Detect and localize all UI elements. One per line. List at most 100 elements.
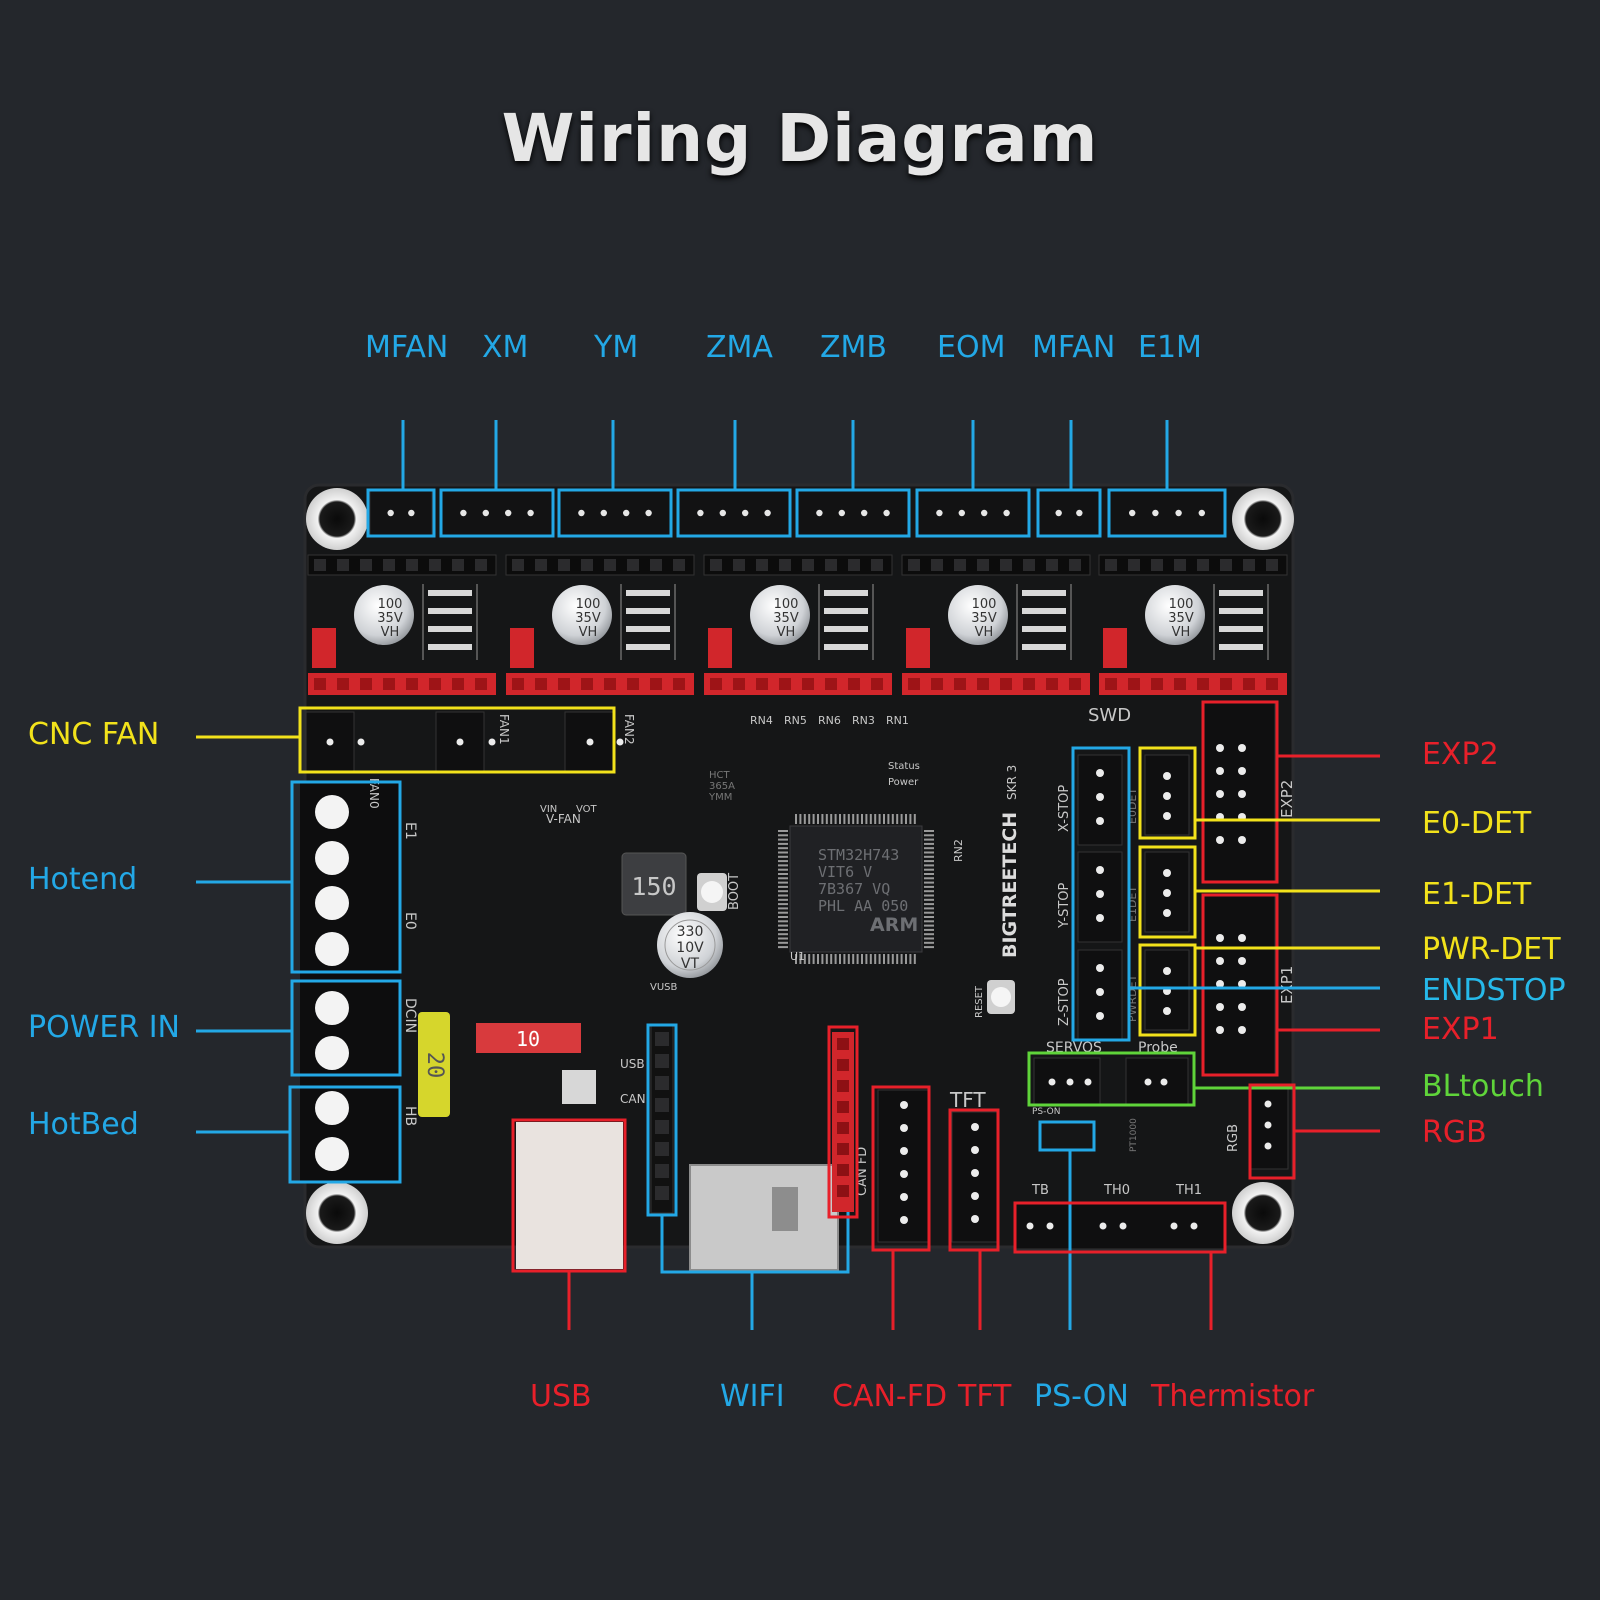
capacitor-text: 100 xyxy=(576,597,601,612)
can-fd-pin xyxy=(900,1124,908,1132)
header-pin xyxy=(1243,559,1255,571)
capacitor-text: 100 xyxy=(378,597,403,612)
silk-rn5: RN5 xyxy=(784,714,807,727)
label-can-fd: CAN-FD xyxy=(832,1379,948,1414)
mcu-pin xyxy=(861,814,863,824)
header-pin xyxy=(1046,559,1058,571)
header-pin xyxy=(848,678,860,690)
mcu-pin xyxy=(924,924,934,927)
silk-rn3: RN3 xyxy=(852,714,875,727)
top-connector-4 xyxy=(677,489,791,537)
silk-usb: USB xyxy=(620,1057,645,1071)
header-pin xyxy=(558,678,570,690)
label-endstop: ENDSTOP xyxy=(1422,973,1566,1008)
mcu-pin xyxy=(839,814,841,824)
header-pin xyxy=(710,678,722,690)
header-pin xyxy=(314,678,326,690)
mcu-pin xyxy=(843,954,846,964)
mcu-pin xyxy=(778,830,788,832)
jumper-pins xyxy=(626,590,670,596)
header-pin xyxy=(1243,678,1255,690)
capacitor-text: 35V xyxy=(773,611,799,626)
jumper-pins xyxy=(1219,626,1263,632)
mcu-pin xyxy=(887,814,890,824)
mcu-pin xyxy=(817,954,819,964)
thermistor-pin xyxy=(1170,1222,1178,1230)
connector-pin xyxy=(1129,509,1136,517)
mcu-pin xyxy=(778,868,788,871)
connector-pin xyxy=(1152,509,1159,517)
header-pin xyxy=(452,559,464,571)
mcu-chip: STM32H743 VIT6 V 7B367 VQ PHL AA 050 ARM xyxy=(778,814,934,964)
det-pin xyxy=(1163,812,1171,820)
mcu-pin xyxy=(778,842,788,845)
label-ym: YM xyxy=(594,330,639,365)
jumper-pins xyxy=(626,626,670,632)
mcu-pin xyxy=(821,814,824,824)
header-pin xyxy=(314,559,326,571)
jumper-frame xyxy=(1016,584,1018,660)
endstop-pin xyxy=(1096,914,1104,922)
connector-pin xyxy=(387,509,394,517)
det-pin xyxy=(1163,772,1171,780)
servo-pin xyxy=(1048,1078,1056,1086)
header-pin xyxy=(779,678,791,690)
mcu-pin xyxy=(808,954,811,964)
label-zmb: ZMB xyxy=(820,330,888,365)
cnc-fan-box xyxy=(298,706,616,774)
mcu-pin xyxy=(778,851,788,854)
connector-pin xyxy=(408,509,415,517)
det-header-e0 xyxy=(1144,754,1190,836)
mcu-pin xyxy=(778,890,788,893)
header-pin xyxy=(1197,678,1209,690)
header-pin xyxy=(1128,559,1140,571)
mcu-pin xyxy=(924,903,934,906)
capacitor xyxy=(354,585,414,645)
label-eom: EOM xyxy=(937,330,1006,365)
can-fd-pin xyxy=(837,1164,849,1176)
silk-x-stop: X-STOP xyxy=(1057,785,1072,832)
fuse-red-10 xyxy=(476,1023,581,1053)
mcu-pin xyxy=(825,954,828,964)
mcu-pin xyxy=(799,954,802,964)
capacitor-text: 35V xyxy=(575,611,601,626)
label-e0-det: E0-DET xyxy=(1422,806,1532,841)
jumper-pins xyxy=(428,608,472,614)
mcu-pin xyxy=(778,894,788,897)
connector-pin xyxy=(1076,509,1083,517)
header-pin xyxy=(802,559,814,571)
exp-pin xyxy=(1216,836,1224,844)
capacitor xyxy=(552,585,612,645)
mcu-pin xyxy=(843,814,846,824)
mcu-pin xyxy=(924,937,934,940)
exp-pin xyxy=(1238,934,1246,942)
capacitor-text: VH xyxy=(1172,625,1191,640)
endstop-pin xyxy=(1096,1012,1104,1020)
mcu-pin xyxy=(924,842,934,845)
capacitor-text: 100 xyxy=(774,597,799,612)
header-pin xyxy=(604,678,616,690)
jumper-frame xyxy=(1213,584,1215,660)
ps-on-box xyxy=(1038,1120,1096,1152)
can-fd-pin xyxy=(900,1101,908,1109)
label-tft: TFT xyxy=(958,1379,1012,1414)
capacitor-text: VH xyxy=(975,625,994,640)
connector-pin xyxy=(645,509,652,517)
chip-text-1: STM32H743 xyxy=(818,846,899,864)
silk-e0: E0 xyxy=(402,912,418,930)
capacitor-text: 100 xyxy=(972,597,997,612)
terminal-screw xyxy=(315,932,349,966)
silk-exp2: EXP2 xyxy=(1278,780,1296,818)
fan-pin xyxy=(488,738,496,746)
label-power-in: POWER IN xyxy=(28,1010,180,1045)
mcu-pin xyxy=(913,954,916,964)
mcu-pin xyxy=(778,885,788,888)
header-pin xyxy=(848,559,860,571)
capacitor-text: VH xyxy=(579,625,598,640)
chip-text-3: 7B367 VQ xyxy=(818,880,890,898)
label-hotbed: HotBed xyxy=(28,1107,139,1142)
exp-pin xyxy=(1238,744,1246,752)
mcu-pin xyxy=(924,898,934,901)
header-pin xyxy=(779,559,791,571)
